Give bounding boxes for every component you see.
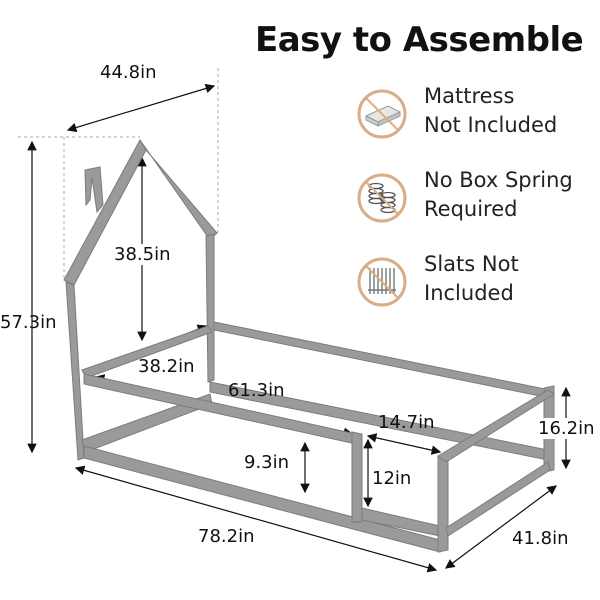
feature-line1: No Box Spring: [424, 168, 573, 192]
slats-crossed-icon: [357, 257, 407, 307]
dim-total-height: 57.3in: [0, 312, 57, 333]
feature-line2: Included: [424, 281, 514, 305]
page-title: Easy to Assemble: [255, 20, 584, 60]
dim-inner-length: 61.3in: [228, 380, 285, 401]
feature-line1: Mattress: [424, 84, 515, 108]
feature-line2: Not Included: [424, 113, 558, 137]
dim-headboard-width: 44.8in: [100, 62, 157, 83]
feature-line1: Slats Not: [424, 252, 519, 276]
feature-slats: Slats Not Included: [356, 252, 596, 320]
box-spring-crossed-icon: [357, 173, 407, 223]
dim-side-height: 16.2in: [538, 418, 595, 439]
dim-opening-length: 14.7in: [378, 412, 435, 433]
dim-rail-gap: 9.3in: [244, 452, 290, 473]
mattress-crossed-icon: [357, 89, 407, 139]
dim-rail-height: 12in: [372, 468, 412, 489]
feature-mattress: Mattress Not Included: [356, 84, 596, 152]
dim-roof-height: 38.5in: [114, 244, 171, 265]
feature-box-spring: No Box Spring Required: [356, 168, 596, 236]
dim-inner-width: 38.2in: [138, 356, 195, 377]
feature-line2: Required: [424, 197, 518, 221]
dim-total-length: 78.2in: [198, 526, 255, 547]
dim-total-width: 41.8in: [512, 528, 569, 549]
